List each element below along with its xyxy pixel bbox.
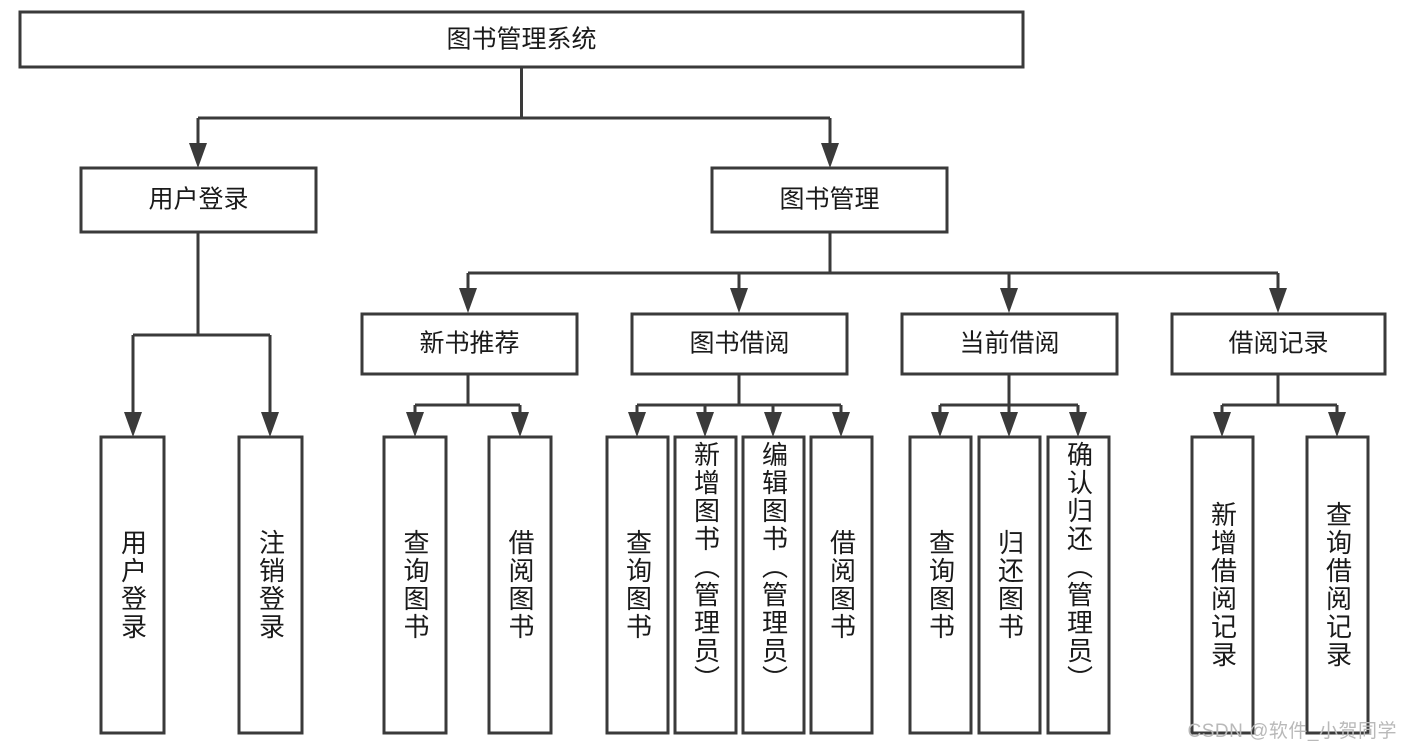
watermark-text: CSDN @软件_小贺同学 bbox=[1187, 721, 1397, 742]
arrow-head-icon-leaf-query-book-1 bbox=[406, 412, 424, 437]
node-book-borrow-label: 图书借阅 bbox=[689, 330, 789, 358]
edge-group-user-login bbox=[124, 232, 279, 437]
leaf-box-borrow-book-2[interactable] bbox=[809, 435, 874, 735]
arrow-head-icon-book-manage bbox=[821, 143, 839, 168]
leaf-box-user-logout[interactable] bbox=[237, 435, 304, 735]
arrow-head-icon-leaf-query-book-2 bbox=[628, 412, 646, 437]
arrow-head-icon-new-book-recommend bbox=[459, 288, 477, 313]
node-borrow-record-label: 借阅记录 bbox=[1228, 330, 1328, 358]
leaf-box-add-record[interactable] bbox=[1190, 435, 1255, 735]
node-user-login-label: 用户登录 bbox=[148, 186, 248, 214]
node-root-box[interactable] bbox=[18, 10, 1025, 69]
node-root[interactable]: 图书管理系统 bbox=[18, 10, 1025, 69]
node-borrow-record[interactable]: 借阅记录 bbox=[1170, 312, 1387, 376]
edge-group-root bbox=[189, 67, 839, 168]
arrow-head-icon-leaf-query-record bbox=[1328, 412, 1346, 437]
node-book-manage-label: 图书管理 bbox=[779, 186, 879, 214]
arrow-head-icon-leaf-add-book bbox=[696, 412, 714, 437]
arrow-head-icon-leaf-edit-book bbox=[764, 412, 782, 437]
arrow-head-icon-borrow-record bbox=[1269, 288, 1287, 313]
node-new-book-recommend[interactable]: 新书推荐 bbox=[360, 312, 579, 376]
leaf-box-add-book[interactable] bbox=[673, 435, 738, 735]
node-user-login[interactable]: 用户登录 bbox=[79, 166, 318, 234]
edge-group-borrow-record bbox=[1213, 374, 1346, 437]
node-root-label: 图书管理系统 bbox=[446, 26, 596, 54]
leaf-box-return-book[interactable] bbox=[977, 435, 1042, 735]
leaf-box-edit-book[interactable] bbox=[741, 435, 806, 735]
edge-group-book-borrow bbox=[628, 374, 850, 437]
node-book-borrow[interactable]: 图书借阅 bbox=[630, 312, 849, 376]
node-book-manage-box[interactable] bbox=[710, 166, 949, 234]
edge-group-new-book-recommend bbox=[406, 374, 529, 437]
node-current-borrow[interactable]: 当前借阅 bbox=[900, 312, 1119, 376]
node-new-book-recommend-label: 新书推荐 bbox=[419, 330, 519, 358]
node-new-book-recommend-box[interactable] bbox=[360, 312, 579, 376]
leaf-box-query-book-2[interactable] bbox=[605, 435, 670, 735]
arrow-head-icon-user-login bbox=[189, 143, 207, 168]
leaf-box-query-book-1[interactable] bbox=[382, 435, 448, 735]
leaf-box-query-record[interactable] bbox=[1305, 435, 1370, 735]
arrow-head-icon-current-borrow bbox=[1000, 288, 1018, 313]
arrow-head-icon-leaf-borrow-book-2 bbox=[832, 412, 850, 437]
leaf-box-borrow-book-1[interactable] bbox=[487, 435, 553, 735]
node-current-borrow-box[interactable] bbox=[900, 312, 1119, 376]
arrow-head-icon-leaf-add-record bbox=[1213, 412, 1231, 437]
arrow-head-icon-book-borrow bbox=[730, 288, 748, 313]
arrow-head-icon-leaf-return-book bbox=[1000, 412, 1018, 437]
arrow-head-icon-leaf-user-logout bbox=[261, 412, 279, 437]
node-current-borrow-label: 当前借阅 bbox=[959, 330, 1059, 358]
node-book-borrow-box[interactable] bbox=[630, 312, 849, 376]
leaf-box-confirm-return[interactable] bbox=[1046, 435, 1111, 735]
arrow-head-icon-leaf-query-book-3 bbox=[931, 412, 949, 437]
arrow-head-icon-leaf-confirm-return bbox=[1069, 412, 1087, 437]
arrow-head-icon-leaf-borrow-book-1 bbox=[511, 412, 529, 437]
node-borrow-record-box[interactable] bbox=[1170, 312, 1387, 376]
node-book-manage[interactable]: 图书管理 bbox=[710, 166, 949, 234]
leaf-box-query-book-3[interactable] bbox=[908, 435, 973, 735]
edge-group-current-borrow bbox=[931, 374, 1087, 437]
edge-group-book-manage bbox=[459, 232, 1287, 313]
leaf-box-user-login[interactable] bbox=[99, 435, 166, 735]
arrow-head-icon-leaf-user-login bbox=[124, 412, 142, 437]
node-user-login-box[interactable] bbox=[79, 166, 318, 234]
leaf-boxes-group bbox=[99, 435, 1370, 735]
